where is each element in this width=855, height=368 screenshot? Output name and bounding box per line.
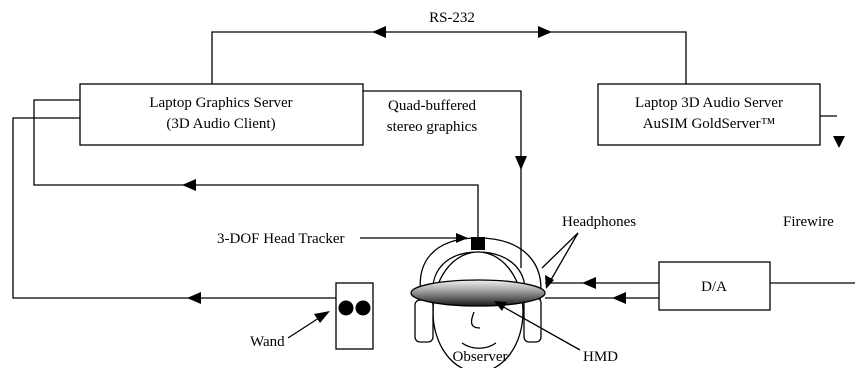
hmd-label: HMD xyxy=(583,349,618,365)
headphones-label: Headphones xyxy=(562,214,636,230)
observer-figure: Observer xyxy=(410,237,546,368)
rs232-label: RS-232 xyxy=(429,10,475,26)
audio-output-link: Firewire D/A xyxy=(545,115,855,311)
wand-button xyxy=(355,300,371,316)
audio-server-title: Laptop 3D Audio Server xyxy=(635,95,783,111)
nose xyxy=(470,311,481,329)
left-earcup xyxy=(414,299,434,343)
arrow-left-icon xyxy=(372,26,386,38)
stereo-label-line2: stereo graphics xyxy=(387,119,478,135)
wand-button xyxy=(338,300,354,316)
pointer-arrow-icon xyxy=(456,233,468,243)
audio-server-box: Laptop 3D Audio Server AuSIM GoldServer™ xyxy=(597,83,821,146)
arrow-left-icon xyxy=(187,292,201,304)
wand-device: Wand xyxy=(250,282,374,350)
hmd-visor xyxy=(410,279,546,307)
mouth xyxy=(461,342,497,349)
stereo-label-line1: Quad-buffered xyxy=(388,98,477,114)
graphics-server-box: Laptop Graphics Server (3D Audio Client) xyxy=(79,83,364,146)
rs232-link: RS-232 xyxy=(211,10,687,84)
arrow-left-icon xyxy=(182,179,196,191)
headphone-band xyxy=(419,237,542,301)
wand-link xyxy=(12,117,336,304)
arrow-left-icon xyxy=(612,292,626,304)
firewire-label: Firewire xyxy=(783,214,834,230)
audio-server-subtitle: AuSIM GoldServer™ xyxy=(643,116,776,132)
stereo-graphics-link: Quad-buffered stereo graphics xyxy=(363,90,527,268)
graphics-server-title: Laptop Graphics Server xyxy=(149,95,292,111)
headphones-callout: Headphones xyxy=(541,214,636,289)
pointer-arrow-icon xyxy=(494,301,507,311)
head-tracker-label: 3-DOF Head Tracker xyxy=(217,231,344,247)
arrow-left-icon xyxy=(582,277,596,289)
arrow-right-icon xyxy=(538,26,552,38)
da-label: D/A xyxy=(701,279,727,295)
head-tracker-sensor xyxy=(471,237,485,250)
wand-label: Wand xyxy=(250,334,285,350)
pointer-arrow-icon xyxy=(314,311,330,323)
hmd-callout: HMD xyxy=(494,301,618,365)
arrow-down-icon xyxy=(515,156,527,170)
graphics-server-subtitle: (3D Audio Client) xyxy=(166,116,275,132)
da-converter-box xyxy=(658,261,771,311)
pointer-arrow-icon xyxy=(545,275,554,289)
head-tracker-link: 3-DOF Head Tracker xyxy=(33,99,485,250)
observer-label: Observer xyxy=(453,349,508,365)
arrow-down-icon xyxy=(833,136,845,148)
